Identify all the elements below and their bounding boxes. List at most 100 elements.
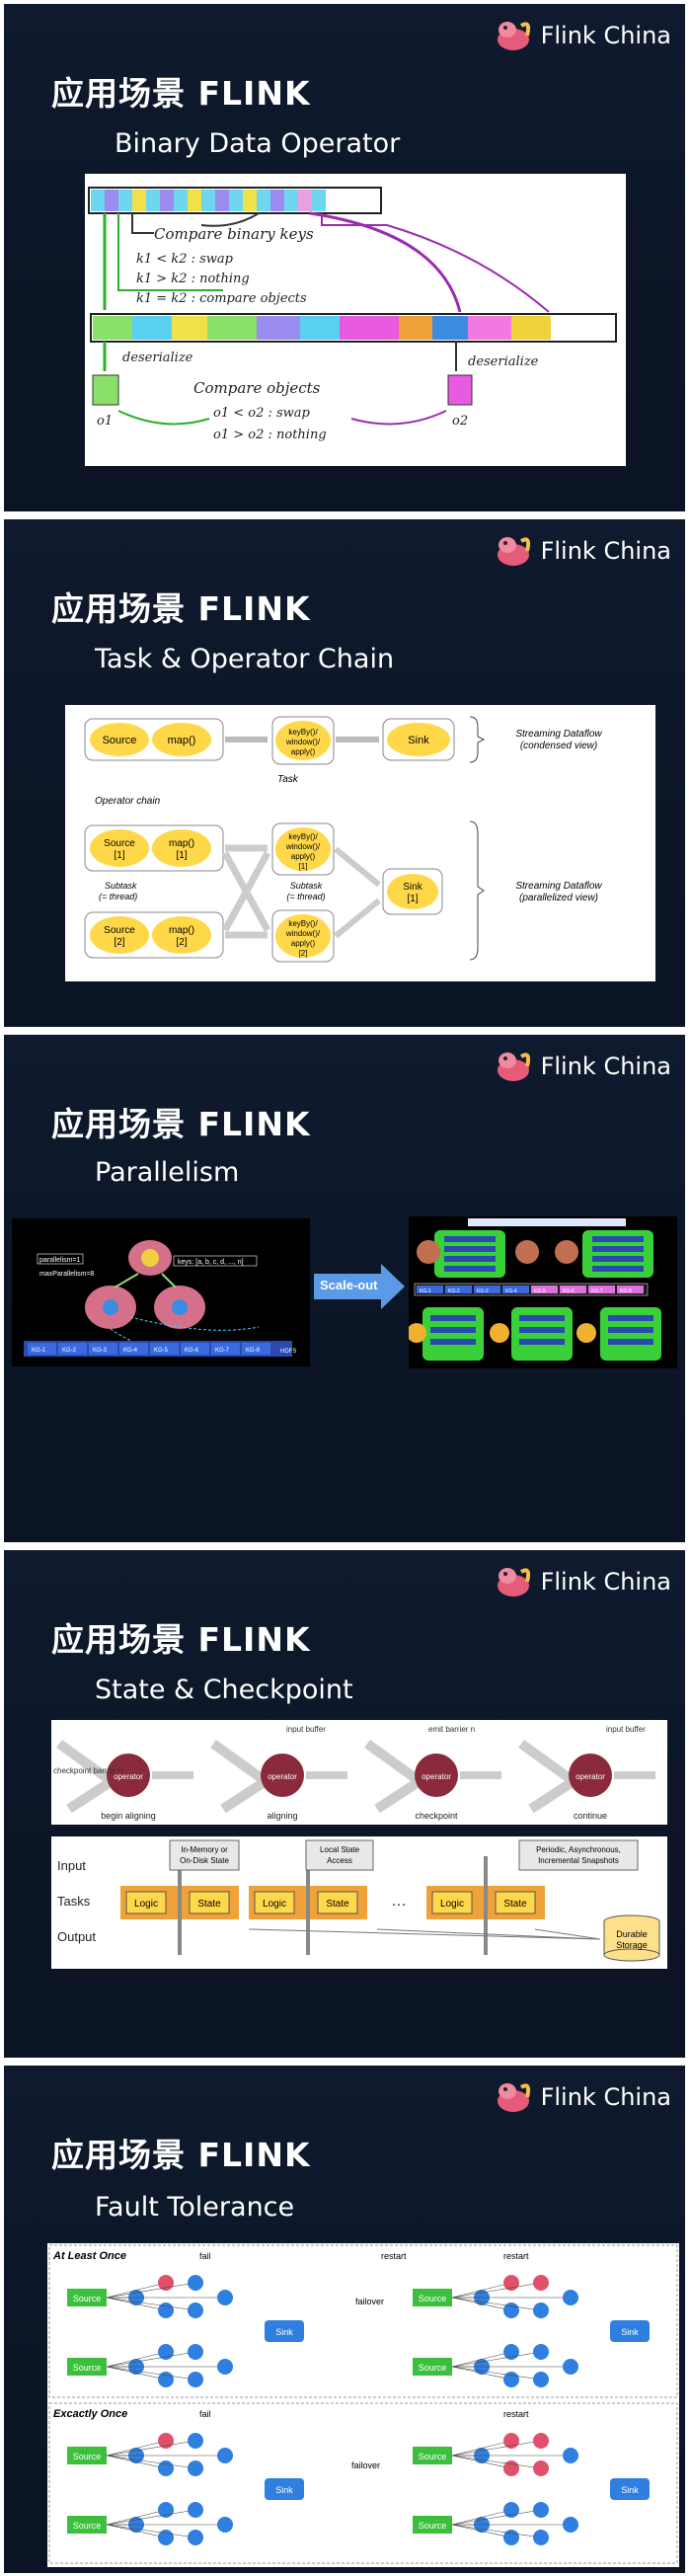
brand-name: Flink China [540,537,671,565]
edge [106,2297,196,2311]
state-label: State [503,1899,527,1910]
edge [451,2366,542,2381]
edge [106,2351,196,2368]
edge [106,2509,196,2526]
task-node [188,2460,203,2476]
sink-node [610,2320,650,2342]
operator-label: operator [576,1772,605,1781]
note-deserialize-left: deserialize [122,351,193,365]
task-node [158,2372,174,2387]
operator-node [107,1754,150,1797]
row-tasks: Tasks [57,1894,91,1909]
durable-storage-label: Durable [616,1929,648,1939]
kg-cell [58,1343,87,1355]
edge [451,2509,512,2526]
logic-box [254,1891,295,1914]
source-node [67,2516,107,2534]
node-map-1: map() [169,838,194,849]
edge [106,2297,167,2311]
source-label: Source [73,2363,102,2373]
kg-label: KG-1 [32,1348,46,1354]
slide-subtitle: Binary Data Operator [115,128,401,159]
brand-name: Flink China [540,1568,671,1596]
input-stream [518,1739,574,1814]
operator-node [569,1754,612,1797]
slide-parallelism: Flink China 应用场景 FLINK Parallelism paral… [4,1035,685,1542]
edge [451,2282,542,2299]
logic-label: Logic [263,1899,286,1910]
task-node [188,2275,203,2291]
state-label: State [197,1899,221,1910]
operator-chain-svg: Source map() keyBy()/ window()/ apply() … [84,716,602,963]
label-subtask-2: Subtask [290,881,323,891]
kg-cell [474,1286,500,1293]
task-node [503,2344,519,2360]
source-node [67,2447,107,2464]
kg-label: KG-7 [215,1348,230,1354]
fail-label-1: fail [199,2251,211,2261]
note-compare-objects: Compare objects [193,379,321,397]
operator-chain-diagram: Source map() keyBy()/ window()/ apply() … [65,705,655,981]
task-node [188,2344,203,2360]
kg-label: KG-3 [93,1348,108,1354]
label-emit-barrier: emit barrier n [428,1725,475,1734]
label-input-buffer-2: input buffer [606,1725,646,1734]
kg-cell [211,1343,240,1355]
label-checkpoint-barrier: checkpoint barrier n [53,1766,122,1775]
restart-label-1: restart [381,2251,407,2261]
edge [451,2366,512,2381]
task-node [533,2344,549,2360]
svg-text:apply(): apply() [291,939,316,948]
brand-name: Flink China [540,1053,671,1080]
state-box [495,1891,536,1914]
edge [106,2440,167,2457]
svg-text:[1]: [1] [407,894,418,904]
edge [451,2440,512,2457]
edge [106,2351,167,2368]
input-stream [364,1739,420,1814]
svg-text:[1]: [1] [299,862,308,871]
source-node [67,2358,107,2376]
row-input: Input [57,1858,86,1873]
edge [106,2455,167,2469]
brand-name: Flink China [540,22,671,49]
task-node [563,2359,578,2375]
kg-cell [588,1286,615,1293]
edge [106,2366,167,2381]
task-node [503,2433,519,2449]
kg-label: KG-2 [448,1288,460,1294]
task-node [158,2275,174,2291]
svg-text:(= thread): (= thread) [286,892,325,901]
scale-out-label: Scale-out [320,1278,378,1292]
stage-label: checkpoint [415,1811,458,1821]
task-node [503,2303,519,2318]
edge [451,2297,542,2311]
node-sink-1: Sink [403,882,422,893]
task-node [533,2433,549,2449]
svg-text:On-Disk State: On-Disk State [180,1856,229,1865]
row-output: Output [57,1929,96,1944]
task-node [533,2530,549,2545]
label-input-buffer: input buffer [286,1725,326,1734]
source-node [413,2358,452,2376]
source-label: Source [419,2452,447,2461]
kg-label: KG-3 [477,1288,489,1294]
sink-label: Sink [621,2485,639,2495]
slide-subtitle: Parallelism [95,1157,240,1188]
edge [106,2455,196,2469]
edge [451,2351,512,2368]
task-node [503,2460,519,2476]
brand-logo: Flink China [494,1564,671,1600]
operator-node [415,1754,458,1797]
task-node [533,2303,549,2318]
callout-state-1: In-Memory or [181,1845,228,1854]
edge [106,2282,167,2299]
slide-subtitle: Task & Operator Chain [95,644,395,674]
kg-cell [531,1286,558,1293]
node-source-2: Source [104,925,135,936]
label-hdfs: HDFS [280,1349,296,1355]
label-task: Task [277,774,299,785]
brand-logo: Flink China [494,533,671,569]
